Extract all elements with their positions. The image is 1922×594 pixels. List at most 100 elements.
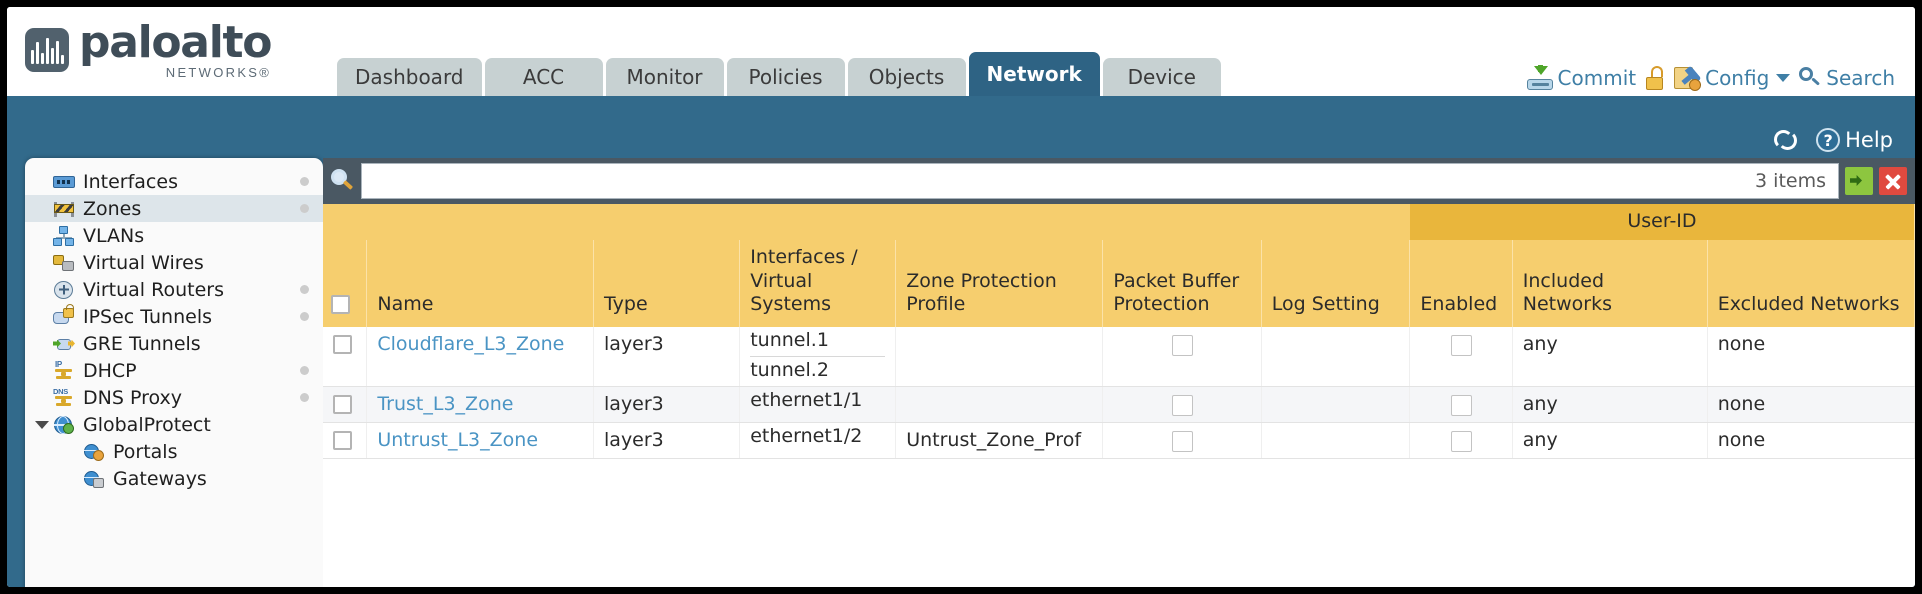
user-id-enabled-checkbox[interactable]	[1450, 395, 1472, 416]
commit-icon	[1526, 65, 1553, 90]
cell-type: layer3	[593, 327, 741, 387]
sidebar-item-label: Zones	[83, 197, 142, 220]
user-id-enabled-checkbox[interactable]	[1450, 335, 1472, 356]
column-header-interfaces-virtual-systems[interactable]: Interfaces / Virtual Systems	[739, 239, 897, 327]
cell-interfaces: ethernet1/1	[739, 386, 897, 423]
column-header-excluded-networks[interactable]: Excluded Networks	[1707, 239, 1915, 327]
clear-filter-icon[interactable]	[1879, 167, 1907, 195]
help-button[interactable]: ? Help	[1816, 128, 1893, 152]
tab-network[interactable]: Network	[968, 52, 1100, 96]
tab-objects[interactable]: Objects	[847, 58, 966, 96]
status-dot	[300, 177, 309, 186]
tab-dashboard[interactable]: Dashboard	[337, 58, 482, 96]
sidebar-item-gateways[interactable]: Gateways	[25, 465, 323, 492]
tab-monitor[interactable]: Monitor	[605, 58, 724, 96]
zones-table: User-ID Name Type Interfaces / Virtual S…	[323, 204, 1915, 459]
sidebar-item-virtual-wires[interactable]: Virtual Wires	[25, 249, 323, 276]
search-icon[interactable]	[329, 168, 355, 194]
sidebar-item-ipsec-tunnels[interactable]: IPSec Tunnels	[25, 303, 323, 330]
row-checkbox[interactable]	[333, 431, 352, 450]
brand-logo: paloalto NETWORKS®	[25, 17, 272, 79]
tab-policies[interactable]: Policies	[726, 58, 845, 96]
band-actions: ? Help	[1774, 128, 1893, 152]
ipsec-tunnels-icon	[53, 303, 75, 327]
column-header-name[interactable]: Name	[366, 239, 595, 327]
packet-buffer-protection-checkbox[interactable]	[1171, 335, 1193, 356]
zone-link[interactable]: Trust_L3_Zone	[377, 393, 514, 415]
config-icon	[1674, 66, 1700, 91]
search-button[interactable]: Search	[1799, 66, 1895, 90]
cell-packet-buffer-protection	[1102, 327, 1262, 387]
cell-excluded-networks: none	[1707, 422, 1915, 459]
row-checkbox[interactable]	[333, 335, 352, 354]
sidebar-item-vlans[interactable]: VLANs	[25, 222, 323, 249]
cell-excluded-networks: none	[1707, 386, 1915, 423]
body-area: Interfaces Zones	[7, 158, 1915, 587]
cell-excluded-networks: none	[1707, 327, 1915, 387]
tab-device[interactable]: Device	[1102, 58, 1221, 96]
select-all-checkbox[interactable]	[331, 295, 350, 315]
select-all-header	[323, 239, 368, 327]
virtual-routers-icon	[53, 280, 75, 300]
sidebar-item-gre-tunnels[interactable]: GRE Tunnels	[25, 330, 323, 357]
interface-entry: ethernet1/1	[750, 389, 863, 411]
refresh-icon[interactable]	[1774, 129, 1800, 151]
sidebar-item-portals[interactable]: Portals	[25, 438, 323, 465]
commit-label: Commit	[1557, 66, 1637, 90]
cell-user-id-enabled	[1409, 422, 1513, 459]
commit-button[interactable]: Commit	[1526, 65, 1637, 90]
cell-log-setting	[1261, 386, 1411, 423]
search-field-wrap[interactable]: 3 items	[361, 163, 1839, 199]
sub-header-band: ? Help	[7, 96, 1915, 158]
interface-entry: ethernet1/2	[750, 425, 863, 447]
apply-filter-icon[interactable]	[1845, 167, 1873, 195]
network-sidebar: Interfaces Zones	[25, 158, 323, 587]
cell-name: Cloudflare_L3_Zone	[366, 327, 595, 387]
status-dot	[300, 285, 309, 294]
cell-included-networks: any	[1512, 327, 1708, 387]
table-row[interactable]: Trust_L3_Zone layer3 ethernet1/1 any non…	[323, 386, 1915, 423]
search-icon	[1799, 67, 1821, 89]
brand-name: paloalto	[79, 17, 272, 68]
tab-acc[interactable]: ACC	[484, 58, 603, 96]
packet-buffer-protection-checkbox[interactable]	[1171, 431, 1193, 452]
help-label: Help	[1845, 128, 1893, 152]
table-group-header-row: User-ID	[323, 204, 1915, 240]
column-header-packet-buffer-protection[interactable]: Packet Buffer Protection	[1102, 239, 1262, 327]
cell-name: Trust_L3_Zone	[366, 386, 595, 423]
table-row[interactable]: Untrust_L3_Zone layer3 ethernet1/2 Untru…	[323, 422, 1915, 459]
items-count-label: 3 items	[1755, 170, 1826, 192]
zone-link[interactable]: Untrust_L3_Zone	[377, 429, 539, 451]
sidebar-item-label: IPSec Tunnels	[83, 305, 213, 328]
column-header-log-setting[interactable]: Log Setting	[1261, 239, 1411, 327]
cell-type: layer3	[593, 386, 741, 423]
sidebar-item-dns-proxy[interactable]: DNS DNS Proxy	[25, 384, 323, 411]
table-header-row: Name Type Interfaces / Virtual Systems Z…	[323, 239, 1915, 327]
column-header-type[interactable]: Type	[593, 239, 741, 327]
sidebar-item-dhcp[interactable]: IP DHCP	[25, 357, 323, 384]
config-menu[interactable]: Config	[1674, 66, 1791, 91]
filter-toolbar: 3 items	[323, 158, 1915, 204]
search-input[interactable]	[374, 170, 1746, 192]
status-dot	[300, 312, 309, 321]
row-checkbox[interactable]	[333, 395, 352, 414]
column-header-included-networks[interactable]: Included Networks	[1512, 239, 1708, 327]
cell-interfaces: ethernet1/2	[739, 422, 897, 459]
unlock-icon[interactable]	[1645, 66, 1665, 90]
sidebar-item-zones[interactable]: Zones	[25, 195, 323, 222]
sidebar-item-label: Portals	[113, 440, 178, 463]
column-header-zone-protection-profile[interactable]: Zone Protection Profile	[895, 239, 1104, 327]
expander-triangle-icon[interactable]	[35, 420, 49, 429]
sidebar-item-globalprotect[interactable]: GlobalProtect	[25, 411, 323, 438]
packet-buffer-protection-checkbox[interactable]	[1171, 395, 1193, 416]
user-id-enabled-checkbox[interactable]	[1450, 431, 1472, 452]
table-row[interactable]: Cloudflare_L3_Zone layer3 tunnel.1 tunne…	[323, 327, 1915, 387]
sidebar-item-interfaces[interactable]: Interfaces	[25, 168, 323, 195]
status-dot	[300, 393, 309, 402]
zone-link[interactable]: Cloudflare_L3_Zone	[377, 333, 565, 355]
zones-icon	[53, 199, 75, 219]
row-select-cell	[323, 327, 368, 387]
sidebar-item-virtual-routers[interactable]: Virtual Routers	[25, 276, 323, 303]
column-header-enabled[interactable]: Enabled	[1409, 239, 1513, 327]
